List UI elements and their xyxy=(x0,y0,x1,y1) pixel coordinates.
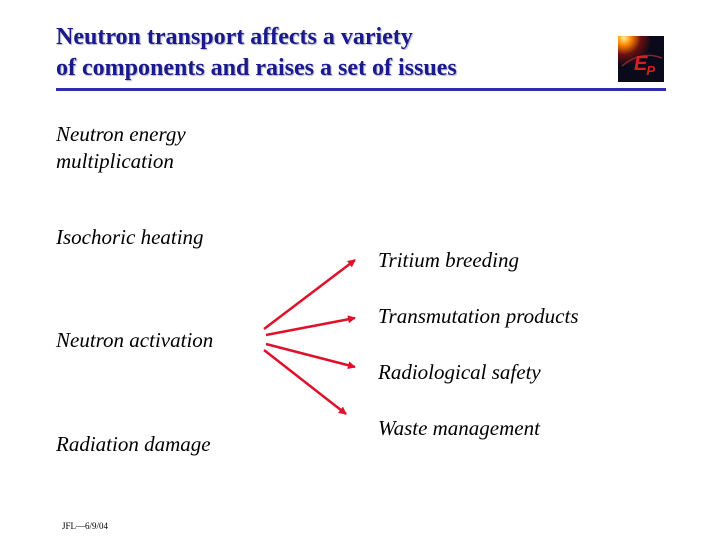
left-item-energy-multiplication-2: multiplication xyxy=(56,149,174,173)
right-item-waste-management: Waste management xyxy=(378,416,540,440)
right-item-transmutation-products: Transmutation products xyxy=(378,304,579,328)
title-underline xyxy=(56,88,666,91)
arrow-to-tritium-breeding xyxy=(263,259,356,330)
title-line-2: of components and raises a set of issues xyxy=(56,55,457,81)
left-item-isochoric-heating: Isochoric heating xyxy=(56,225,204,249)
footer-author-date: JFL—6/9/04 xyxy=(62,521,109,531)
logo-sub-letter: P xyxy=(646,63,655,78)
fusion-energy-logo-icon: EP xyxy=(618,36,664,82)
title-line-1: Neutron transport affects a variety xyxy=(56,24,413,50)
logo-main-letter: E xyxy=(634,53,647,75)
right-item-tritium-breeding: Tritium breeding xyxy=(378,248,519,272)
arrow-to-radiological-safety xyxy=(265,342,356,370)
logo-letters: EP xyxy=(634,53,655,78)
left-item-neutron-activation: Neutron activation xyxy=(56,328,214,352)
right-item-radiological-safety: Radiological safety xyxy=(378,360,541,384)
arrow-to-transmutation-products xyxy=(265,315,356,337)
left-item-radiation-damage: Radiation damage xyxy=(56,432,211,456)
arrow-to-waste-management xyxy=(263,349,347,415)
left-item-energy-multiplication-1: Neutron energy xyxy=(56,122,186,146)
slide-title: Neutron transport affects a variety of c… xyxy=(56,22,536,84)
